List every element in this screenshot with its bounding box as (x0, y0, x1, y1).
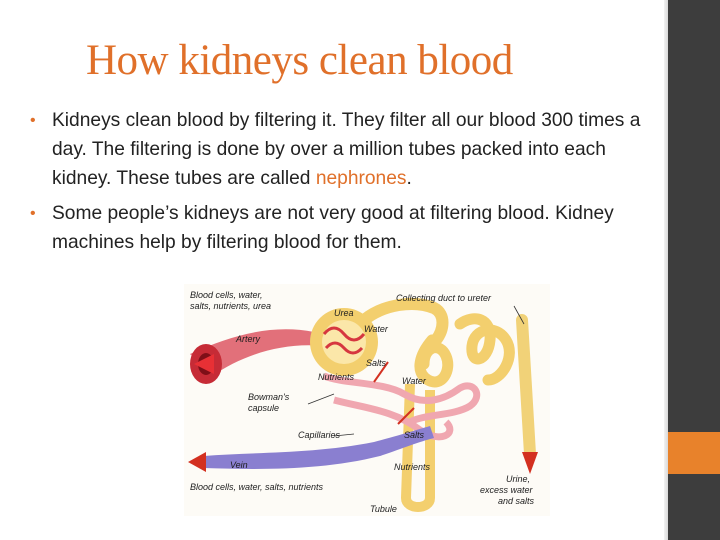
pointer-capillaries (333, 433, 355, 437)
label-capillaries: Capillaries (298, 430, 341, 440)
label-salts-top: Salts (366, 358, 387, 368)
label-artery: Artery (236, 334, 261, 344)
label-bowmans-1: Bowman's (248, 392, 290, 402)
nephron-diagram: Blood cells, water, salts, nutrients, ur… (184, 284, 550, 516)
capillary-network (322, 372, 481, 426)
label-bowmans-2: capsule (248, 403, 280, 413)
urine-arrow (522, 452, 538, 474)
collecting-loops (454, 313, 515, 386)
label-collecting-duct: Collecting duct to ureter (396, 293, 492, 303)
glomerulus (322, 326, 366, 355)
label-blood-in-2: salts, nutrients, urea (190, 301, 272, 311)
bullet-text: Kidneys clean blood by filtering it. The… (52, 110, 641, 189)
collecting-duct (516, 314, 536, 460)
blood-out-arrow (188, 452, 206, 472)
label-nutrients-top: Nutrients (318, 372, 355, 382)
nephron-illustration (188, 298, 538, 512)
proximal-tubule (358, 298, 449, 346)
bullet-text-end: . (406, 168, 412, 189)
loop-of-henle (400, 383, 435, 512)
label-water-top: Water (364, 324, 388, 334)
bullet-item-machines: • Some people’s kidneys are not very goo… (30, 199, 666, 257)
capsule-inner (322, 320, 366, 364)
slide-title: How kidneys clean blood (86, 37, 513, 84)
label-urine-2: excess water (480, 485, 533, 495)
sidebar-accent-block (668, 432, 720, 474)
artery-shape (190, 329, 324, 376)
bullet-dot-icon: • (30, 205, 36, 222)
label-blood-out: Blood cells, water, salts, nutrients (190, 482, 324, 492)
bullet-item-filtering: • Kidneys clean blood by filtering it. T… (30, 106, 666, 193)
vein-shape (204, 426, 434, 469)
label-blood-in-1: Blood cells, water, (190, 290, 263, 300)
sidebar-edge (664, 0, 668, 540)
coiled-tubule (414, 334, 454, 388)
label-urine-1: Urine, (506, 474, 531, 484)
bullet-dot-icon: • (30, 112, 36, 129)
flow-arrow-salts (397, 407, 415, 425)
label-water-mid: Water (402, 376, 426, 386)
bullet-list: • Kidneys clean blood by filtering it. T… (30, 106, 666, 263)
label-urine-3: and salts (498, 496, 535, 506)
highlight-term: nephrones (315, 168, 407, 189)
label-tubule: Tubule (370, 504, 397, 514)
flow-arrow-water (373, 361, 389, 383)
blood-in-arrow (194, 354, 214, 374)
label-vein: Vein (230, 460, 248, 470)
label-salts-bottom: Salts (404, 430, 425, 440)
bullet-text: Some people’s kidneys are not very good … (52, 203, 614, 253)
pointer-duct (513, 305, 525, 325)
pointer-capsule (307, 393, 335, 405)
label-nutrients-bottom: Nutrients (394, 462, 431, 472)
label-urea: Urea (334, 308, 354, 318)
